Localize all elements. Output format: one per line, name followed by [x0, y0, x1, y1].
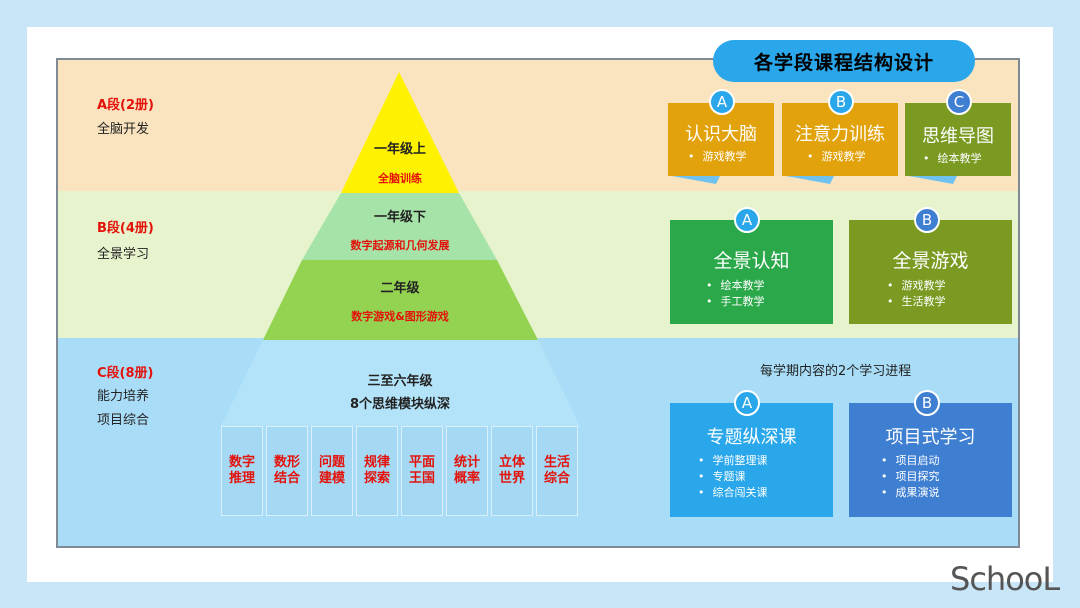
card-item: 项目启动 [881, 453, 940, 469]
card-siwei-daotu: 思维导图 绘本教学 [905, 103, 1011, 176]
card-item: 项目探究 [881, 469, 940, 485]
card-item: 生活教学 [887, 294, 946, 310]
card-item: 绘本教学 [706, 278, 765, 294]
card-title: 注意力训练 [795, 124, 885, 145]
badge-a: A [734, 390, 760, 416]
pyramid-level-1 [341, 72, 459, 193]
segment-c-desc-1: 能力培养 [97, 389, 150, 404]
badge-b: B [914, 207, 940, 233]
card-title: 思维导图 [922, 126, 994, 147]
level-3-title: 二年级 [380, 281, 420, 296]
card-title: 全景游戏 [892, 250, 969, 272]
badge-c: C [946, 89, 972, 115]
card-title: 全景认知 [713, 250, 790, 272]
segment-b-title: B段(4册) [97, 221, 154, 236]
card-item: 专题课 [698, 469, 768, 485]
module-cell: 问题建模 [311, 426, 353, 516]
level-2-title: 一年级下 [373, 210, 426, 225]
badge-b: B [828, 89, 854, 115]
segment-b-desc: 全景学习 [97, 247, 150, 262]
card-zhuanti-zongshen: 专题纵深课 学前整理课 专题课 综合闯关课 [670, 403, 833, 517]
card-quanjing-youxi: 全景游戏 游戏教学 生活教学 [849, 220, 1012, 324]
module-cell: 立体世界 [491, 426, 533, 516]
module-cell: 统计概率 [446, 426, 488, 516]
level-3-sub: 数字游戏&图形游戏 [351, 310, 449, 323]
module-cell: 数字推理 [221, 426, 263, 516]
badge-a: A [734, 207, 760, 233]
pyramid-level-4 [221, 340, 580, 426]
level-4-title: 三至六年级 [367, 374, 433, 389]
segment-c-title: C段(8册) [97, 366, 154, 381]
level-1-title: 一年级上 [373, 142, 426, 157]
card-xiangmu-shi: 项目式学习 项目启动 项目探究 成果演说 [849, 403, 1012, 517]
module-cell: 平面王国 [401, 426, 443, 516]
module-cell: 数形结合 [266, 426, 308, 516]
module-cell: 规律探索 [356, 426, 398, 516]
ribbon-tail [786, 176, 834, 184]
segment-a-title: A段(2册) [97, 98, 154, 113]
card-title: 认识大脑 [685, 124, 757, 145]
page-title: 各学段课程结构设计 [713, 40, 975, 82]
card-item: 学前整理课 [698, 453, 768, 469]
card-item: 绘本教学 [923, 151, 982, 167]
badge-a: A [709, 89, 735, 115]
ribbon-tail [672, 176, 720, 184]
level-1-sub: 全脑训练 [378, 172, 422, 185]
card-title: 项目式学习 [885, 427, 976, 448]
card-renshi-danao: 认识大脑 游戏教学 [668, 103, 774, 176]
level-2-sub: 数字起源和几何发展 [350, 239, 450, 252]
card-title: 专题纵深课 [706, 427, 797, 448]
module-cell: 生活综合 [536, 426, 578, 516]
card-item: 游戏教学 [807, 149, 866, 165]
segment-a-desc: 全脑开发 [97, 122, 150, 137]
segment-c-desc-2: 项目综合 [97, 413, 150, 428]
ribbon-tail [909, 176, 957, 184]
card-item: 手工教学 [706, 294, 765, 310]
card-zhuyili-xunlian: 注意力训练 游戏教学 [782, 103, 898, 176]
card-quanjing-renzhi: 全景认知 绘本教学 手工教学 [670, 220, 833, 324]
learning-process-note: 每学期内容的2个学习进程 [760, 364, 912, 379]
school-watermark: SchooL [950, 560, 1060, 598]
pyramid-level-2 [302, 193, 497, 260]
card-item: 成果演说 [881, 485, 940, 501]
card-item: 综合闯关课 [698, 485, 768, 501]
card-item: 游戏教学 [887, 278, 946, 294]
level-4-sub: 8个思维模块纵深 [349, 397, 451, 412]
badge-b: B [914, 390, 940, 416]
card-item: 游戏教学 [688, 149, 747, 165]
pyramid-level-3 [263, 260, 538, 340]
